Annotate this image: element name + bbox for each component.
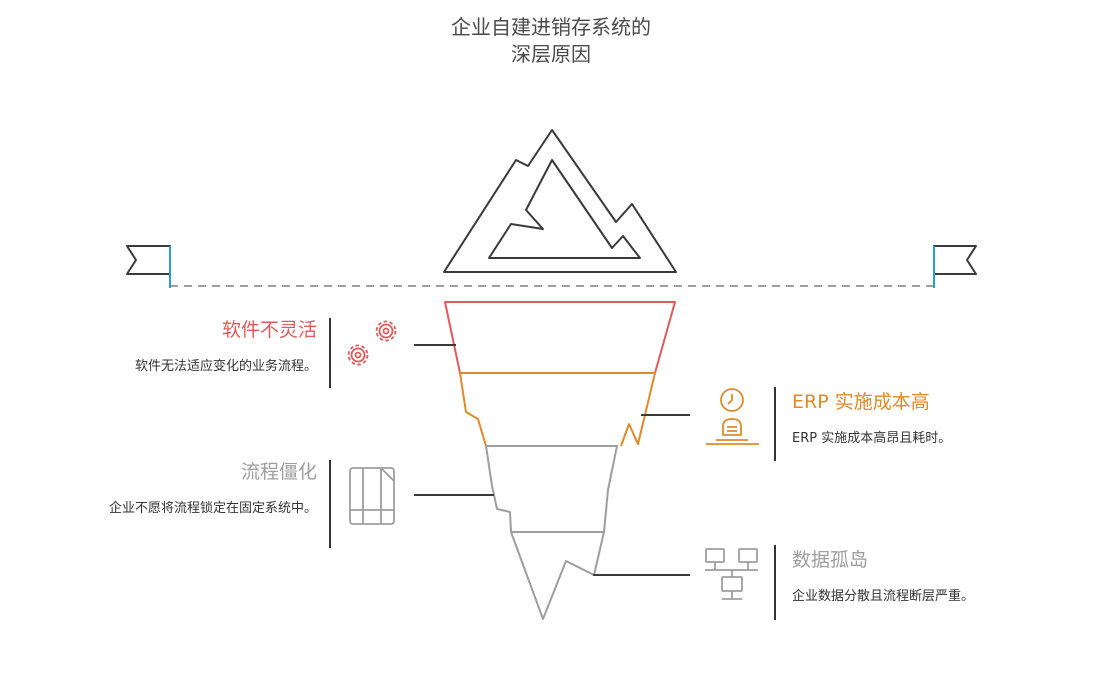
page-title: 企业自建进销存系统的 深层原因: [451, 15, 651, 66]
item-erp-cost: ERP 实施成本高 ERP 实施成本高昂且耗时。: [792, 390, 1092, 448]
network-icon: [705, 548, 758, 600]
flag-right-icon: [933, 245, 977, 288]
item-description: 企业数据分散且流程断层严重。: [792, 589, 975, 604]
item-software-inflexible: 软件不灵活 软件无法适应变化的业务流程。: [50, 318, 317, 376]
label-divider-2: [774, 387, 776, 461]
item-description: 软件无法适应变化的业务流程。: [134, 359, 317, 374]
item-heading: 软件不灵活: [221, 319, 317, 341]
iceberg-layer-3: [485, 445, 618, 533]
iceberg-layer-1: [444, 301, 676, 374]
item-heading: ERP 实施成本高: [792, 391, 930, 413]
item-data-silos: 数据孤岛 企业数据分散且流程断层严重。: [792, 548, 1092, 606]
item-rigid-process: 流程僵化 企业不愿将流程锁定在固定系统中。: [50, 460, 317, 518]
item-description: 企业不愿将流程锁定在固定系统中。: [108, 501, 317, 516]
rigid-panel-icon: [349, 467, 395, 525]
flag-left-icon: [126, 245, 171, 288]
worker-clock-icon: [706, 388, 759, 445]
item-heading: 流程僵化: [240, 461, 317, 483]
label-divider-4: [774, 545, 776, 620]
iceberg-layer-2: [459, 372, 656, 447]
iceberg-layer-4: [510, 531, 605, 620]
item-heading: 数据孤岛: [792, 549, 869, 571]
gears-icon: [347, 320, 397, 366]
iceberg-tip: [443, 129, 677, 273]
label-divider-1: [329, 318, 331, 388]
item-description: ERP 实施成本高昂且耗时。: [792, 431, 952, 446]
label-divider-3: [329, 460, 331, 548]
